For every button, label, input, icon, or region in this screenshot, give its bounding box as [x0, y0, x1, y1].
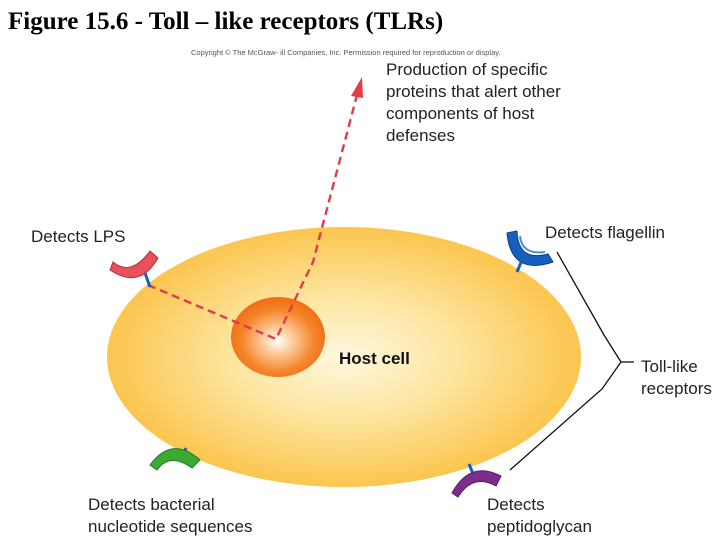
nucleotide-receptor: [149, 447, 201, 471]
nucleus: [231, 297, 325, 377]
flagellin-receptor: [506, 230, 554, 273]
lps-receptor: [109, 250, 159, 288]
copyright-notice: Copyright © The McGraw- ill Companies, I…: [191, 48, 501, 57]
peptidoglycan-receptor: [451, 463, 502, 498]
label-detects-bacterial: Detects bacterial nucleotide sequences: [88, 495, 253, 536]
figure-title: Figure 15.6 - Toll – like receptors (TLR…: [8, 8, 444, 35]
label-production: Production of specific proteins that ale…: [386, 60, 561, 145]
host-cell: [107, 227, 581, 487]
label-host-cell: Host cell: [339, 349, 410, 368]
label-detects-peptidoglycan: Detects peptidoglycan: [487, 495, 592, 536]
signal-path: [147, 94, 359, 341]
signal-arrowhead: [351, 77, 363, 98]
label-toll-like-receptors: Toll-like receptors: [641, 357, 712, 398]
label-detects-lps: Detects LPS: [31, 227, 126, 246]
label-detects-flagellin: Detects flagellin: [545, 223, 666, 242]
